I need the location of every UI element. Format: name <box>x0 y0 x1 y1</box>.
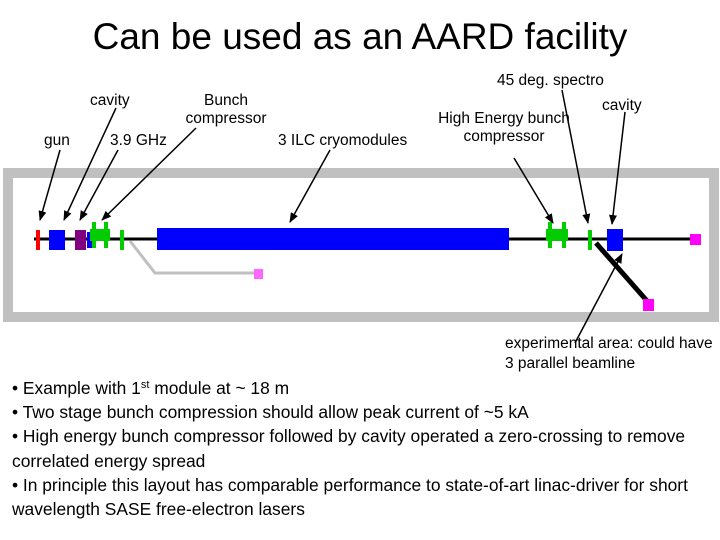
label-gun: gun <box>44 132 70 149</box>
label-he-bunch-compressor: High Energy bunch compressor <box>438 110 570 145</box>
arrow-cavity-left <box>63 107 117 221</box>
cavity-block-3-9ghz <box>75 230 86 250</box>
small-green-block-right <box>588 230 592 250</box>
label-experimental-area: experimental area: could have 3 parallel… <box>505 335 713 372</box>
bullet-list: • Example with 1st module at ~ 18 m • Tw… <box>12 376 712 521</box>
label-cryomodules: 3 ILC cryomodules <box>278 132 408 149</box>
label-bunch-compressor: Bunch compressor <box>185 92 267 127</box>
label-cavity-right: cavity <box>602 97 642 114</box>
bullet-item-1: • Example with 1st module at ~ 18 m <box>12 378 290 398</box>
gun-block <box>36 230 40 250</box>
label-3-9-ghz: 3.9 GHz <box>110 132 167 149</box>
page-title: Can be used as an AARD facility <box>92 16 628 57</box>
bullet-item-2: • Two stage bunch compression should all… <box>12 402 529 423</box>
cavity-block-2 <box>87 232 92 248</box>
arrow-cavity-right <box>609 111 626 225</box>
arrow-3-9-ghz <box>79 149 119 221</box>
dump-spectro <box>643 299 654 311</box>
spectrometer-branch <box>594 241 650 304</box>
dogleg-beamline <box>128 240 254 275</box>
arrow-cryomodules <box>289 149 331 223</box>
arrow-gun <box>38 149 61 221</box>
tunnel-frame <box>3 168 719 322</box>
label-spectro: 45 deg. spectro <box>497 72 604 89</box>
arrow-he-bunch-compressor <box>513 157 554 224</box>
bullet-item-4: • In principle this layout has comparabl… <box>12 474 688 520</box>
label-cavity-left: cavity <box>90 92 130 109</box>
arrow-spectro <box>561 89 591 224</box>
arrow-experimental-area <box>574 253 623 344</box>
small-green-block <box>120 230 124 250</box>
he-bunch-compressor-block <box>546 222 568 248</box>
cavity-block-1 <box>49 230 65 250</box>
dump-main <box>690 234 701 245</box>
arrow-bunch-compressor <box>101 127 197 221</box>
bullet-item-3: • High energy bunch compressor followed … <box>12 426 686 471</box>
cavity-block-right <box>607 229 623 251</box>
bunch-compressor-block <box>90 222 110 248</box>
cryomodules-block <box>157 228 509 250</box>
dump-dogleg <box>254 269 263 279</box>
